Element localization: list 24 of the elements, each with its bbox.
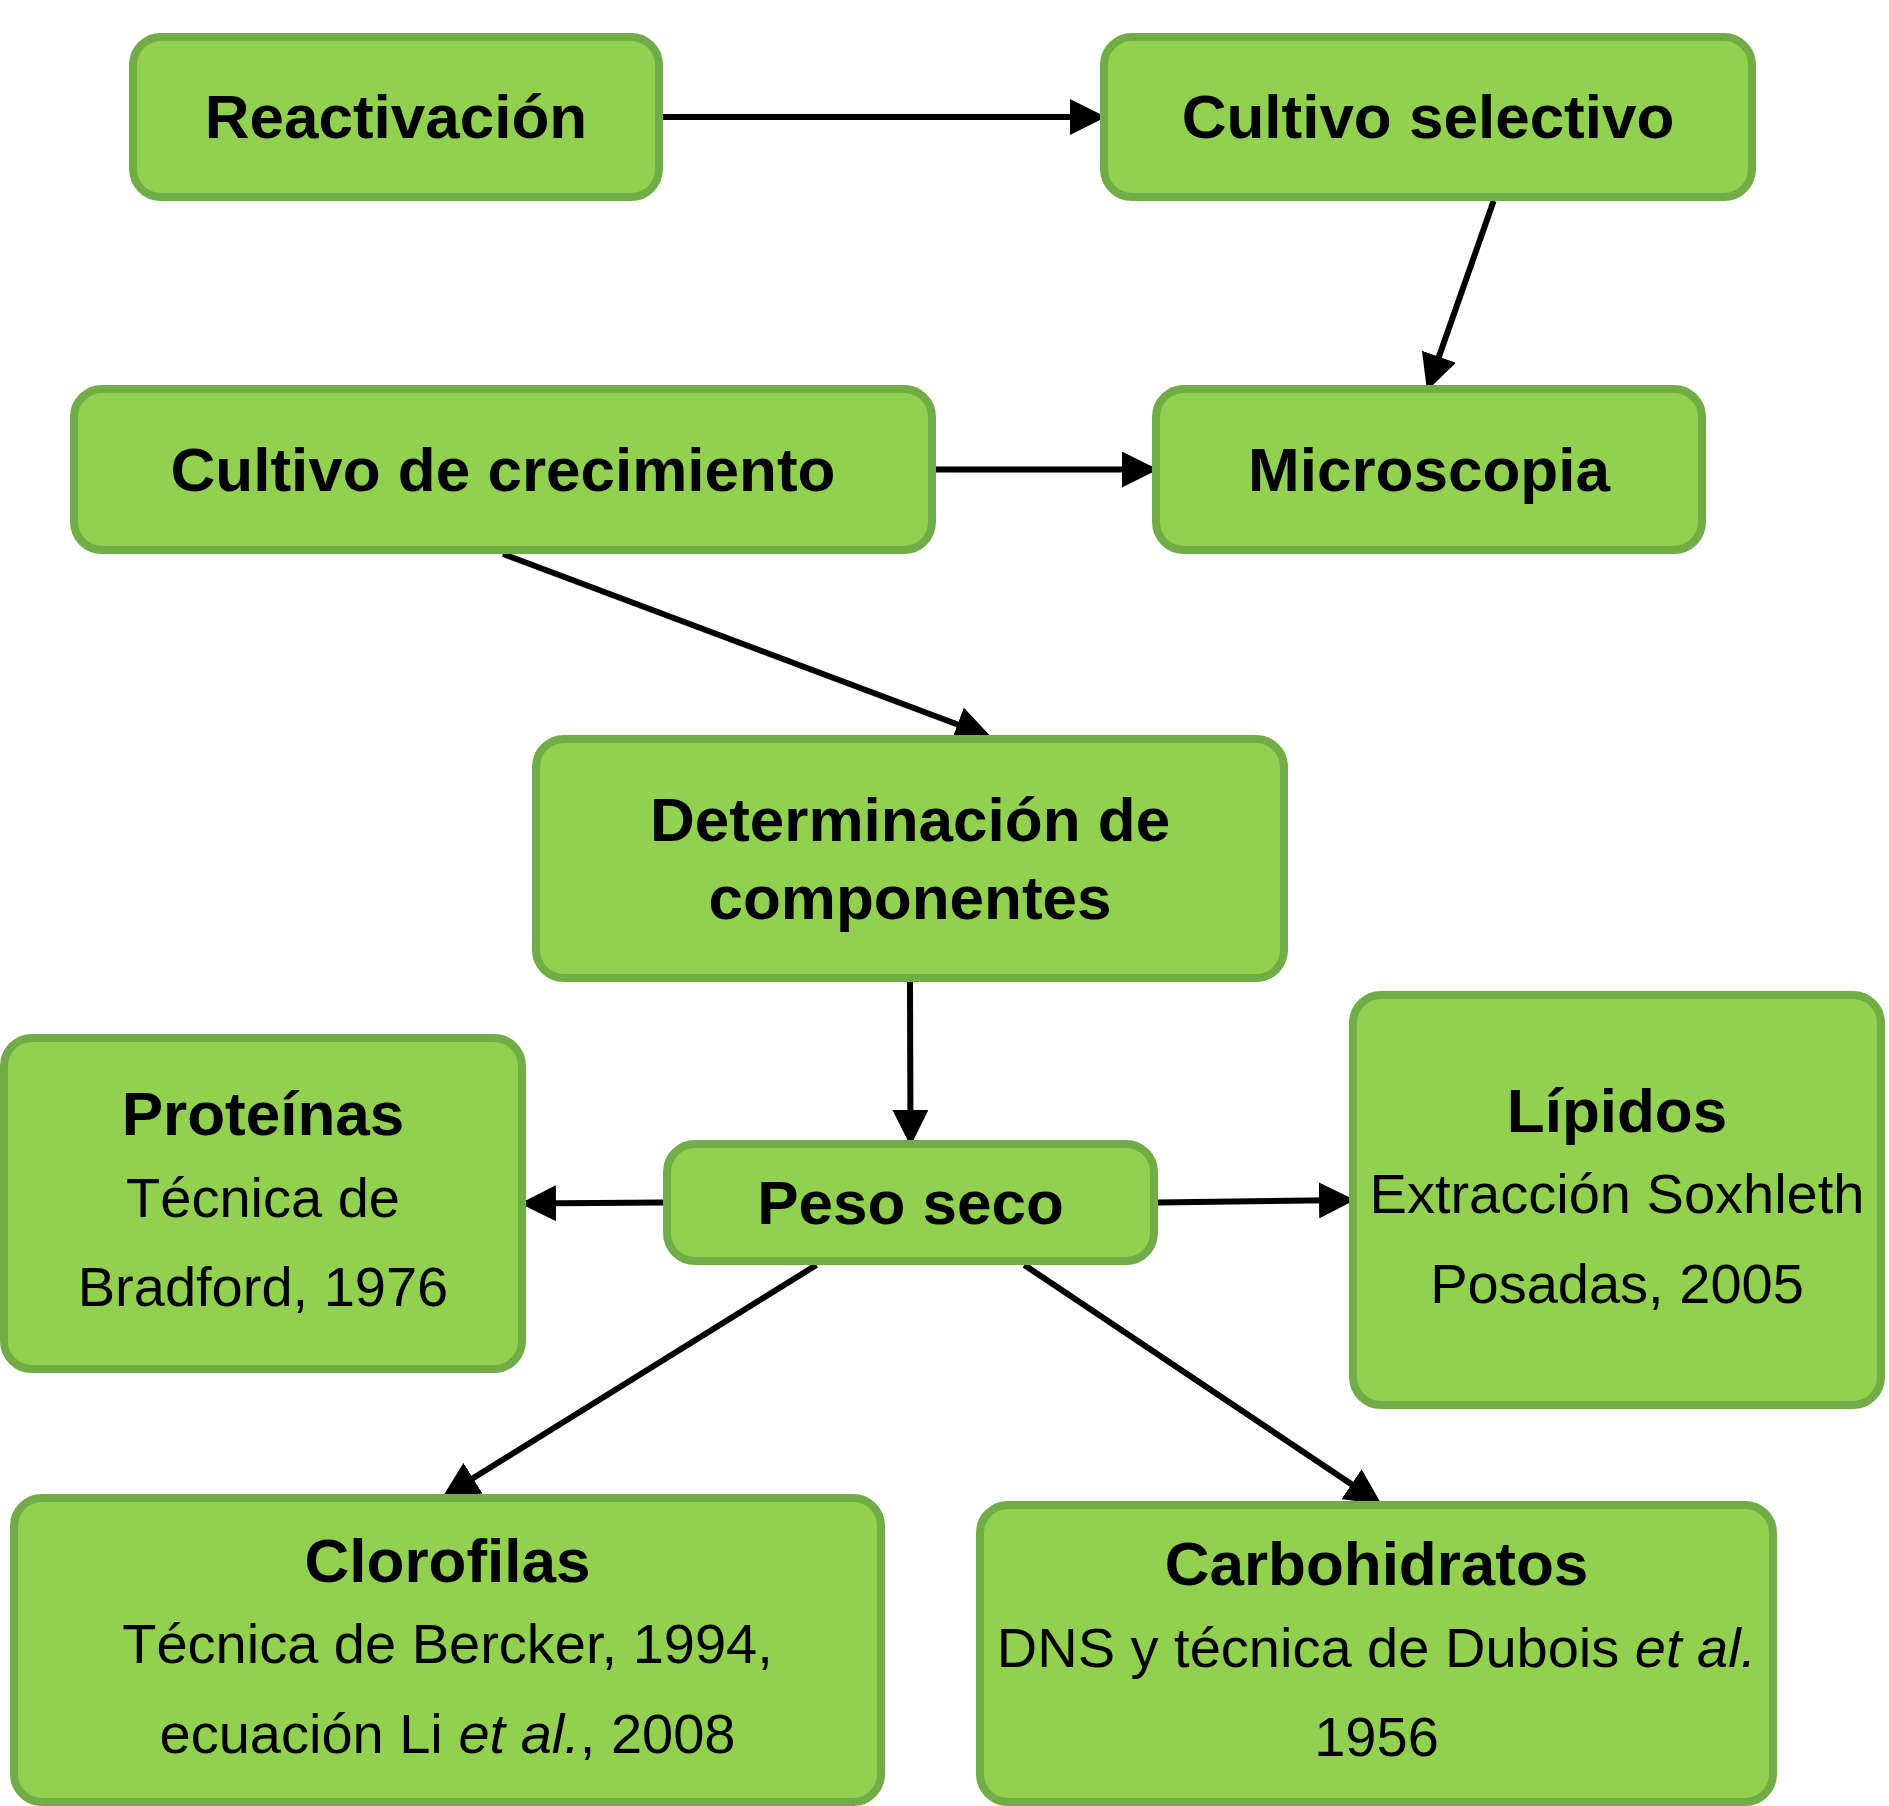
process-box — [70, 385, 936, 554]
process-box — [0, 1034, 526, 1373]
box-title: Peso seco — [757, 1166, 1064, 1239]
box-description: Técnica de Bercker, 1994, ecuación Li et al., 2008 — [121, 1611, 774, 1767]
box-title: Reactivación — [204, 81, 588, 154]
process-box — [976, 1501, 1777, 1806]
box-description: DNS y técnica de Dubois et al. 1956 — [995, 1614, 1758, 1771]
box-description: Extracción Soxhleth Posadas, 2005 — [1368, 1161, 1866, 1317]
process-box — [663, 1140, 1158, 1265]
process-box — [1100, 33, 1756, 201]
box-description: Técnica de Bradford, 1976 — [76, 1164, 450, 1321]
process-box — [1152, 385, 1706, 554]
box-title: Clorofilas — [304, 1524, 591, 1597]
box-title: Carbohidratos — [1164, 1528, 1589, 1601]
process-box — [10, 1494, 885, 1806]
box-title: Microscopia — [1248, 433, 1610, 506]
box-title: Lípidos — [1506, 1074, 1728, 1147]
process-box — [532, 735, 1288, 982]
box-title: Determinación de componentes — [648, 784, 1172, 934]
process-box — [129, 33, 663, 201]
box-title: Cultivo selectivo — [1181, 81, 1675, 154]
box-title: Proteínas — [121, 1078, 405, 1151]
process-box — [1349, 991, 1885, 1409]
box-title: Cultivo de crecimiento — [170, 433, 836, 506]
